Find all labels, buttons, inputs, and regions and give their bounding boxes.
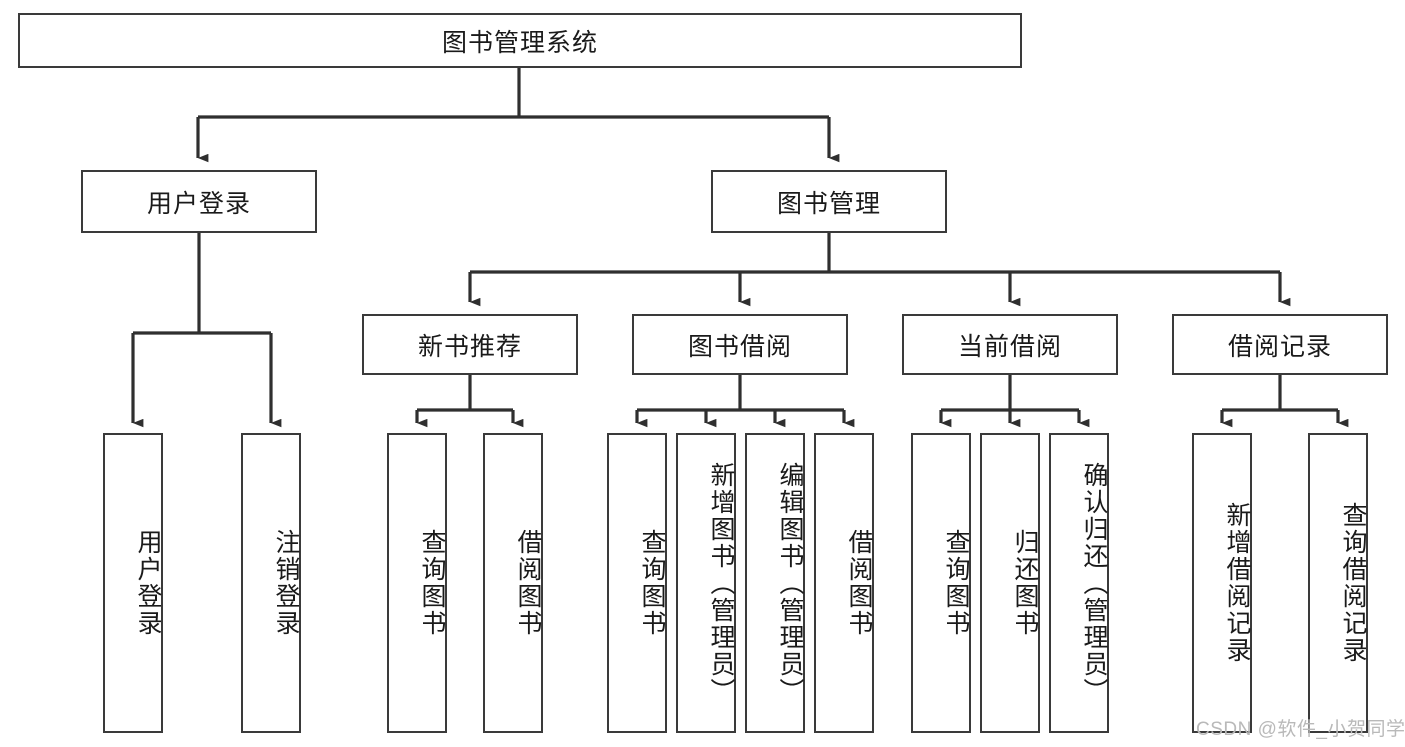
node-label: 图书管理系统 <box>441 28 598 57</box>
node-label: 确认归还（管理员） <box>1080 461 1108 705</box>
node-label: 查询图书 <box>638 529 666 637</box>
node-label: 查询借阅记录 <box>1339 502 1367 664</box>
node-leaf-borrow-book-borrow[interactable]: 借阅图书 <box>814 433 874 733</box>
node-leaf-query-book-current[interactable]: 查询图书 <box>911 433 971 733</box>
node-book-management[interactable]: 图书管理 <box>711 170 947 233</box>
node-leaf-add-book-admin[interactable]: 新增图书（管理员） <box>676 433 736 733</box>
node-label: 借阅记录 <box>1227 332 1332 361</box>
node-label: 编辑图书（管理员） <box>776 461 804 705</box>
node-label: 借阅图书 <box>514 529 542 637</box>
node-leaf-query-book-recommend[interactable]: 查询图书 <box>387 433 447 733</box>
node-leaf-logout-login[interactable]: 注销登录 <box>241 433 301 733</box>
csdn-watermark: CSDN @软件_小贺同学 <box>1196 719 1405 740</box>
node-label: 图书借阅 <box>687 332 792 361</box>
node-label: 查询图书 <box>942 529 970 637</box>
node-current-borrow[interactable]: 当前借阅 <box>902 314 1118 375</box>
node-leaf-query-book-borrow[interactable]: 查询图书 <box>607 433 667 733</box>
node-label: 新书推荐 <box>417 332 522 361</box>
node-label: 用户登录 <box>134 529 162 637</box>
node-label: 新增借阅记录 <box>1223 502 1251 664</box>
node-leaf-borrow-book-recommend[interactable]: 借阅图书 <box>483 433 543 733</box>
node-label: 新增图书（管理员） <box>707 461 735 705</box>
node-label: 归还图书 <box>1011 529 1039 637</box>
node-label: 用户登录 <box>146 189 251 218</box>
node-label: 图书管理 <box>776 189 881 218</box>
node-user-login[interactable]: 用户登录 <box>81 170 317 233</box>
node-borrow-record[interactable]: 借阅记录 <box>1172 314 1388 375</box>
node-label: 当前借阅 <box>957 332 1062 361</box>
node-leaf-edit-book-admin[interactable]: 编辑图书（管理员） <box>745 433 805 733</box>
node-label: 查询图书 <box>418 529 446 637</box>
node-book-borrow[interactable]: 图书借阅 <box>632 314 848 375</box>
node-leaf-return-book[interactable]: 归还图书 <box>980 433 1040 733</box>
node-label: 注销登录 <box>272 529 300 637</box>
node-leaf-add-borrow-record[interactable]: 新增借阅记录 <box>1192 433 1252 733</box>
node-leaf-confirm-return-admin[interactable]: 确认归还（管理员） <box>1049 433 1109 733</box>
node-label: 借阅图书 <box>845 529 873 637</box>
node-leaf-query-borrow-record[interactable]: 查询借阅记录 <box>1308 433 1368 733</box>
node-new-book-recommend[interactable]: 新书推荐 <box>362 314 578 375</box>
node-leaf-user-login[interactable]: 用户登录 <box>103 433 163 733</box>
node-root-book-management-system[interactable]: 图书管理系统 <box>18 13 1022 68</box>
